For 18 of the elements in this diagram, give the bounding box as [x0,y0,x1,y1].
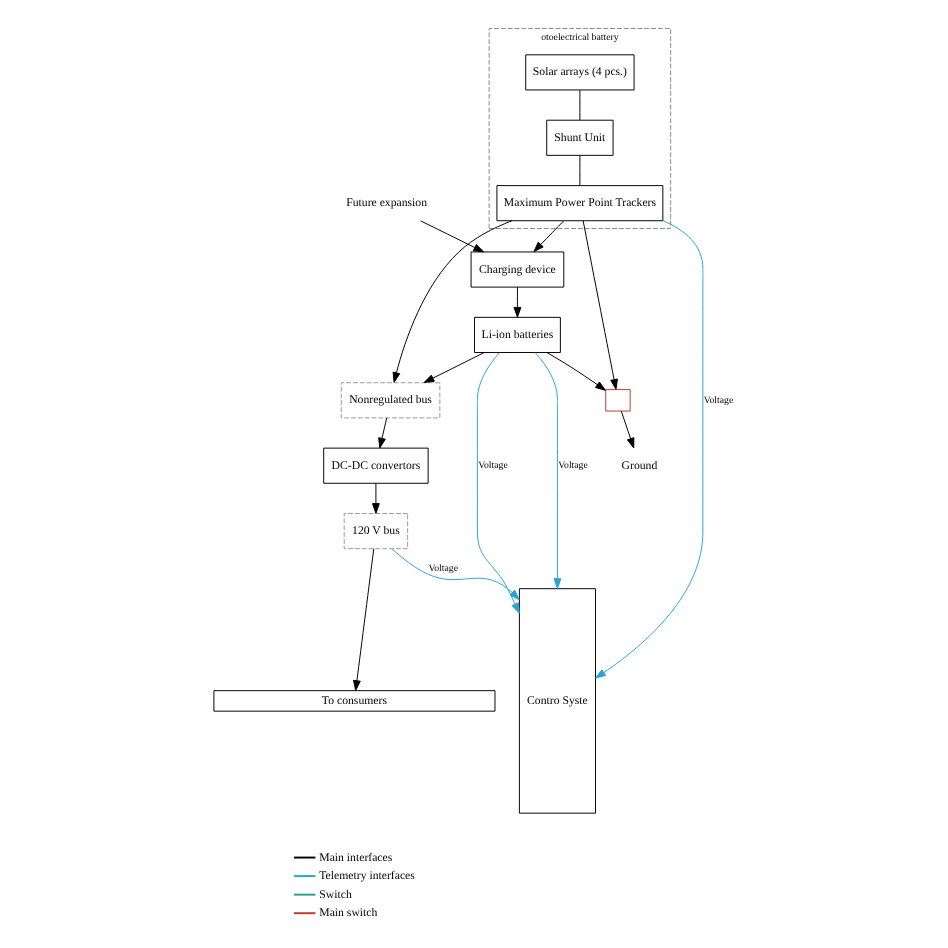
arrow [378,417,388,449]
node-switch [605,389,631,412]
arrow [391,548,520,601]
arrow [420,220,485,253]
arrow [476,352,520,614]
arrow [620,410,635,449]
arrow [513,286,522,318]
arrow [533,220,564,252]
arrow [353,548,375,691]
arrow [582,220,618,390]
arrow [546,352,606,391]
arrow [595,220,704,679]
arrow [372,482,380,514]
arrow [392,220,513,383]
arrow [423,352,485,384]
arrow [534,352,562,589]
connector [579,89,581,121]
connector [579,154,581,186]
